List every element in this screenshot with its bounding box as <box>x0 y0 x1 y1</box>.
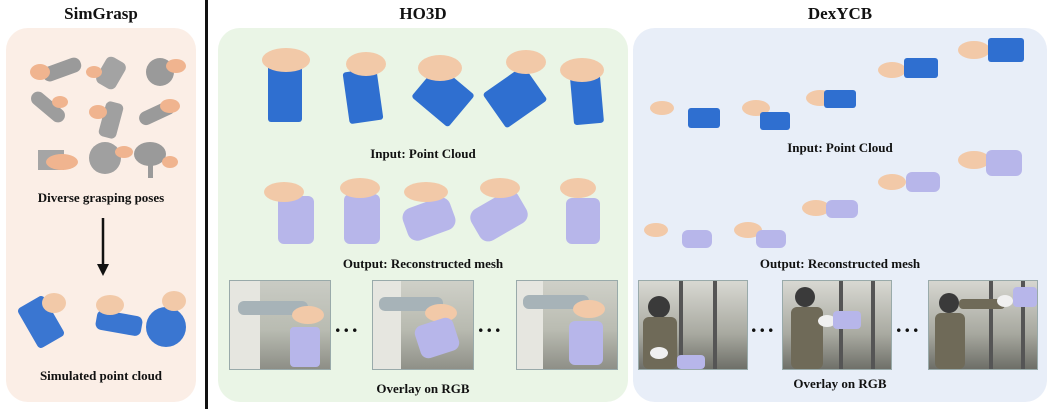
ho3d-cloud-1 <box>262 48 310 122</box>
grasp-pose-2 <box>86 56 126 90</box>
ho3d-cloud-2 <box>342 52 386 124</box>
ho3d-cloud-4 <box>483 50 547 128</box>
sim-cloud-1 <box>17 293 66 348</box>
ho3d-mesh-2 <box>340 178 380 244</box>
dexycb-cloud-4 <box>806 90 856 108</box>
dexycb-cloud-6 <box>958 38 1024 62</box>
ho3d-cloud-5 <box>560 58 604 125</box>
ho3d-point-cloud-row <box>262 48 604 128</box>
simgrasp-point-cloud-illustration <box>17 291 186 348</box>
sim-cloud-2 <box>95 295 143 336</box>
ho3d-title: HO3D <box>399 4 447 23</box>
dexycb-rgb-frame-1 <box>638 280 748 370</box>
dexycb-cloud-1 <box>650 101 674 115</box>
simgrasp-title: SimGrasp <box>64 4 138 23</box>
ho3d-mesh-3 <box>402 182 456 241</box>
dexycb-caption-overlay: Overlay on RGB <box>793 376 887 391</box>
ho3d-caption-overlay: Overlay on RGB <box>376 381 470 396</box>
dexycb-rgb-frame-3 <box>928 280 1038 370</box>
ho3d-caption-output: Output: Reconstructed mesh <box>342 256 504 271</box>
simgrasp-caption-top: Diverse grasping poses <box>37 190 165 205</box>
ho3d-rgb-frame-2 <box>372 280 474 370</box>
ho3d-mesh-1 <box>264 182 314 244</box>
grasp-pose-5 <box>89 101 124 139</box>
dexycb-mesh-2 <box>682 230 712 248</box>
dexycb-mesh-3 <box>734 222 786 248</box>
simgrasp-grasp-poses-illustration <box>30 56 186 178</box>
ho3d-ellipsis-2: ... <box>478 312 504 337</box>
sim-cloud-3 <box>146 291 186 347</box>
ho3d-ellipsis-1: ... <box>335 312 361 337</box>
dexycb-cloud-2 <box>688 108 720 128</box>
dexycb-cloud-3 <box>742 100 790 130</box>
dexycb-ellipsis-2: ... <box>896 312 922 337</box>
ho3d-caption-input: Input: Point Cloud <box>370 146 476 161</box>
dexycb-title: DexYCB <box>807 4 873 23</box>
grasp-pose-8 <box>89 142 133 174</box>
ho3d-mesh-4 <box>470 178 528 242</box>
grasp-pose-6 <box>139 99 180 126</box>
ho3d-rgb-frame-3 <box>516 280 618 370</box>
grasp-pose-7 <box>38 150 78 170</box>
dexycb-mesh-4 <box>802 200 858 218</box>
dexycb-ellipsis-1: ... <box>751 312 777 337</box>
ho3d-mesh-row <box>264 178 600 244</box>
simgrasp-caption-bottom: Simulated point cloud <box>39 368 163 383</box>
grasp-pose-9 <box>134 142 178 178</box>
dexycb-caption-output: Output: Reconstructed mesh <box>759 256 921 271</box>
section-divider <box>205 0 208 409</box>
dexycb-mesh-row <box>644 150 1022 248</box>
grasp-pose-1 <box>30 57 82 82</box>
dexycb-mesh-6 <box>958 150 1022 176</box>
ho3d-cloud-3 <box>412 55 474 127</box>
grasp-pose-4 <box>31 91 68 123</box>
down-arrow-icon <box>97 218 109 276</box>
ho3d-rgb-frame-1 <box>229 280 331 370</box>
ho3d-mesh-5 <box>560 178 600 244</box>
dexycb-mesh-5 <box>878 172 940 192</box>
dexycb-caption-input: Input: Point Cloud <box>787 140 893 155</box>
dexycb-mesh-1 <box>644 223 668 237</box>
grasp-pose-3 <box>146 58 186 86</box>
dexycb-cloud-5 <box>878 58 938 78</box>
dexycb-rgb-frame-2 <box>782 280 892 370</box>
dexycb-point-cloud-row <box>650 38 1024 130</box>
